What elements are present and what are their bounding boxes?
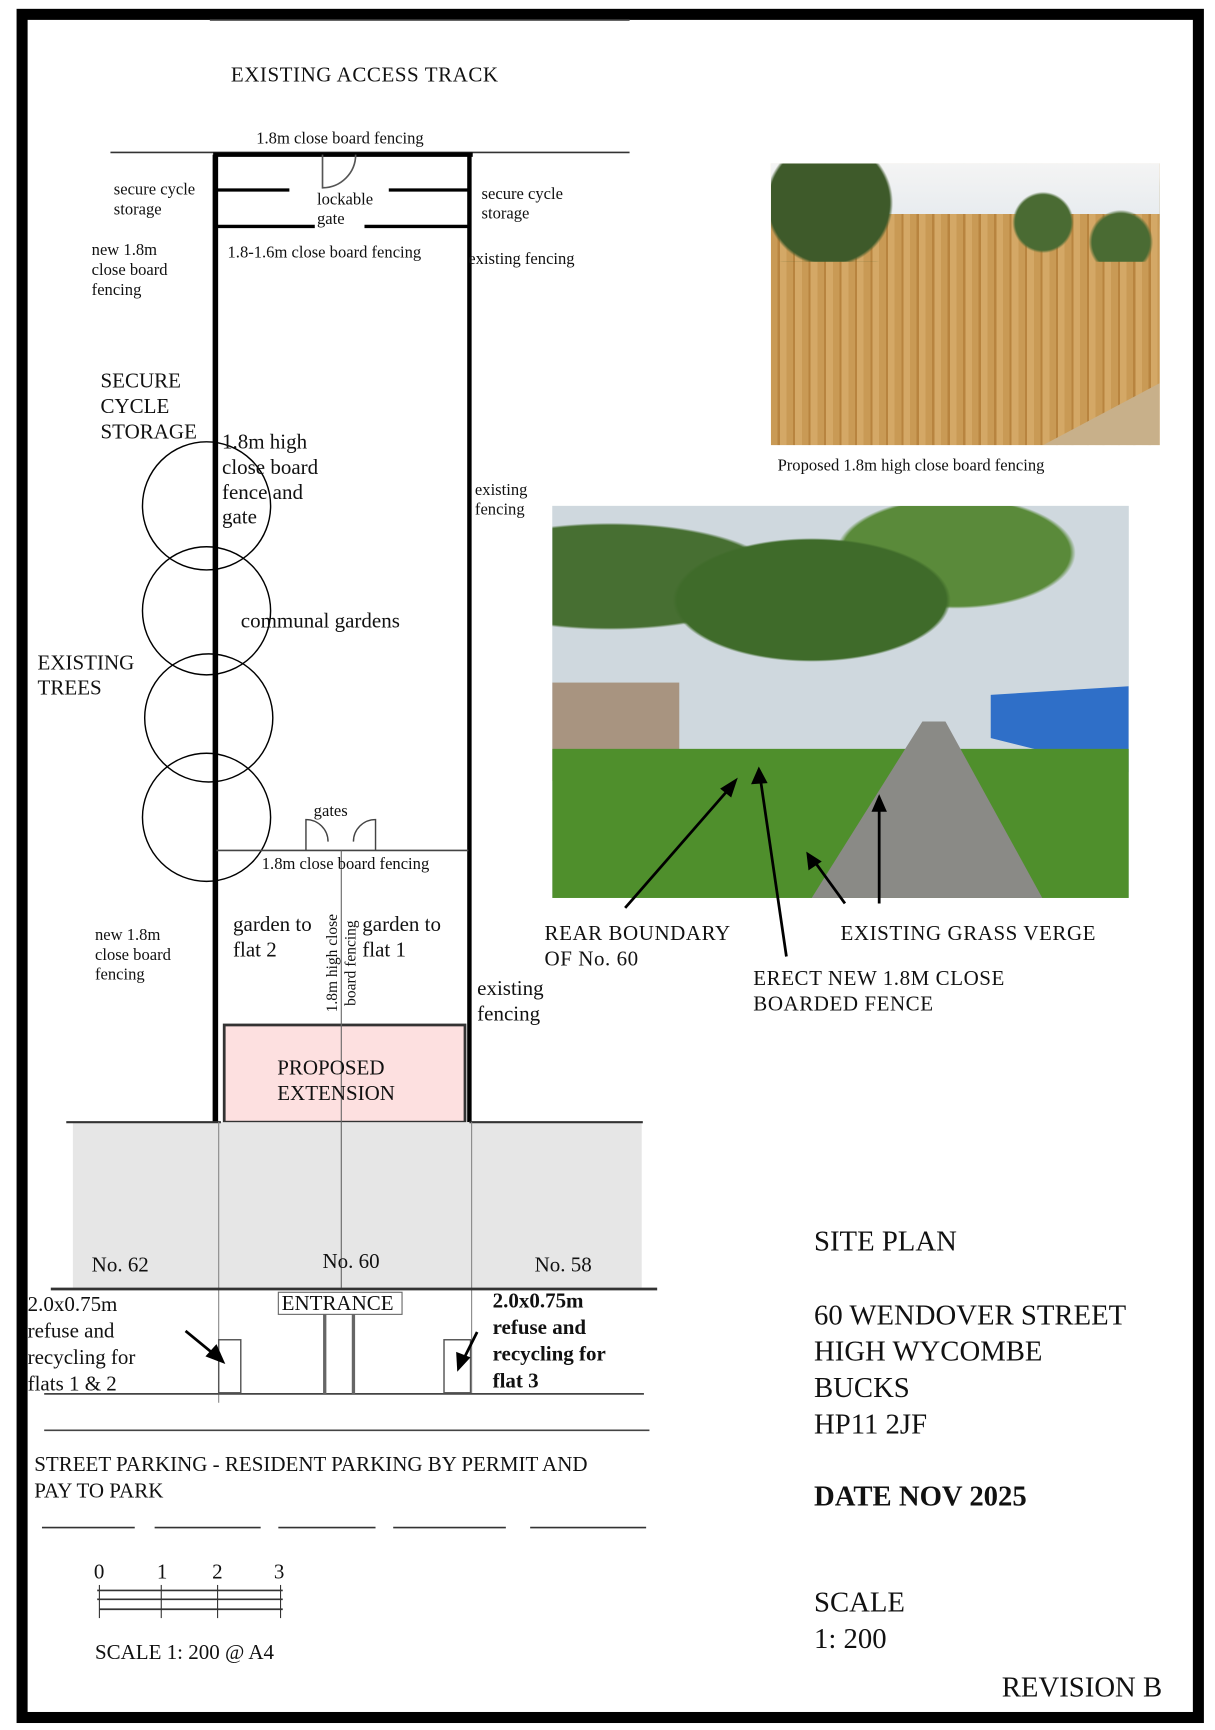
arrowhead-icon <box>720 777 738 798</box>
garden-flat2-label: garden to flat 2 <box>233 913 312 962</box>
house-no58-label: No. 58 <box>534 1253 592 1277</box>
arrow-icon <box>624 785 733 909</box>
street-parking-label: STREET PARKING - RESIDENT PARKING BY PER… <box>34 1453 588 1504</box>
arrow-icon <box>758 775 788 957</box>
garden-flat1-label: garden to flat 1 <box>362 913 441 962</box>
refuse-right-label: 2.0x0.75m refuse and recycling for flat … <box>492 1290 606 1393</box>
entrance-label: ENTRANCE <box>281 1292 394 1316</box>
existing-fencing-bottom-label: existing fencing <box>477 977 544 1026</box>
scale-tick-0: 0 <box>93 1560 105 1584</box>
cycle-storage-left-label: secure cycle storage <box>113 181 196 219</box>
proposed-extension-area <box>222 1023 467 1124</box>
grass-verge-label: EXISTING GRASS VERGE <box>840 922 1097 946</box>
existing-fencing-top-label: existing fencing <box>468 250 575 269</box>
scale-label: SCALE <box>814 1586 905 1619</box>
scale-bar <box>97 1584 283 1619</box>
arrowhead-icon <box>806 851 822 871</box>
date-label: DATE NOV 2025 <box>814 1480 1027 1513</box>
address-line-2: HIGH WYCOMBE <box>814 1335 1043 1368</box>
tree-icon <box>141 752 272 883</box>
gates-label: gates <box>313 802 348 821</box>
site-plan-title: SITE PLAN <box>814 1224 957 1257</box>
revision-label: REVISION B <box>1001 1671 1163 1704</box>
arrowhead-icon <box>871 794 887 812</box>
access-track-label: EXISTING ACCESS TRACK <box>230 64 499 88</box>
tree-icon <box>141 546 272 676</box>
fence-photo <box>770 163 1160 446</box>
address-line-3: BUCKS <box>814 1371 910 1404</box>
gates-swing-icon <box>305 818 377 851</box>
arrowhead-icon <box>205 1344 226 1365</box>
arrowhead-icon <box>456 1351 471 1372</box>
tree-icon <box>143 653 274 783</box>
inner-fence-label: 1.8-1.6m close board fencing <box>227 244 422 262</box>
top-fence-label: 1.8m close board fencing <box>256 130 424 149</box>
arrowhead-icon <box>751 766 768 785</box>
divider-fence-label: 1.8m high close board fencing <box>324 913 361 1013</box>
scale-bar-caption: SCALE 1: 200 @ A4 <box>94 1641 275 1665</box>
communal-gardens-label: communal gardens <box>240 609 400 633</box>
lockable-gate-label: lockable gate <box>316 191 374 229</box>
mid-fence-label: 1.8m close board fencing <box>261 855 430 874</box>
access-track-photo <box>552 505 1129 898</box>
scale-tick-2: 2 <box>212 1560 223 1584</box>
gate-swing-icon <box>321 154 357 189</box>
erect-fence-label: ERECT NEW 1.8M CLOSE BOARDED FENCE <box>753 967 1005 1016</box>
fence-photo-caption: Proposed 1.8m high close board fencing <box>777 457 1045 475</box>
scale-value: 1: 200 <box>814 1622 887 1655</box>
sheet-border <box>16 8 1204 1724</box>
address-line-1: 60 WENDOVER STREET <box>814 1298 1127 1331</box>
houses-block <box>72 1122 642 1288</box>
house-no60-label: No. 60 <box>322 1250 380 1274</box>
arrow-icon <box>811 858 847 905</box>
address-line-4: HP11 2JF <box>814 1408 928 1441</box>
entrance-porch <box>277 1291 403 1315</box>
new-fence-bottom-label: new 1.8m close board fencing <box>94 926 171 985</box>
existing-trees-label: EXISTING TREES <box>37 651 135 701</box>
cycle-storage-right-label: secure cycle storage <box>481 185 563 224</box>
scale-tick-1: 1 <box>156 1560 168 1584</box>
high-fence-gate-label: 1.8m high close board fence and gate <box>222 430 319 530</box>
tree-icon <box>141 441 272 571</box>
new-fence-top-label: new 1.8m close board fencing <box>91 241 168 300</box>
scale-tick-3: 3 <box>273 1560 285 1584</box>
refuse-left-label: 2.0x0.75m refuse and recycling for flats… <box>27 1293 136 1397</box>
secure-cycle-storage-label: SECURE CYCLE STORAGE <box>100 370 197 444</box>
bin-store-left <box>217 1339 242 1394</box>
existing-fencing-mid-label: existing fencing <box>474 481 528 520</box>
house-no62-label: No. 62 <box>91 1253 149 1277</box>
bin-store-right <box>443 1339 472 1394</box>
rear-boundary-label: REAR BOUNDARY OF No. 60 <box>544 922 731 971</box>
arrow-icon <box>462 1331 479 1360</box>
proposed-extension-label: PROPOSED EXTENSION <box>277 1057 395 1106</box>
